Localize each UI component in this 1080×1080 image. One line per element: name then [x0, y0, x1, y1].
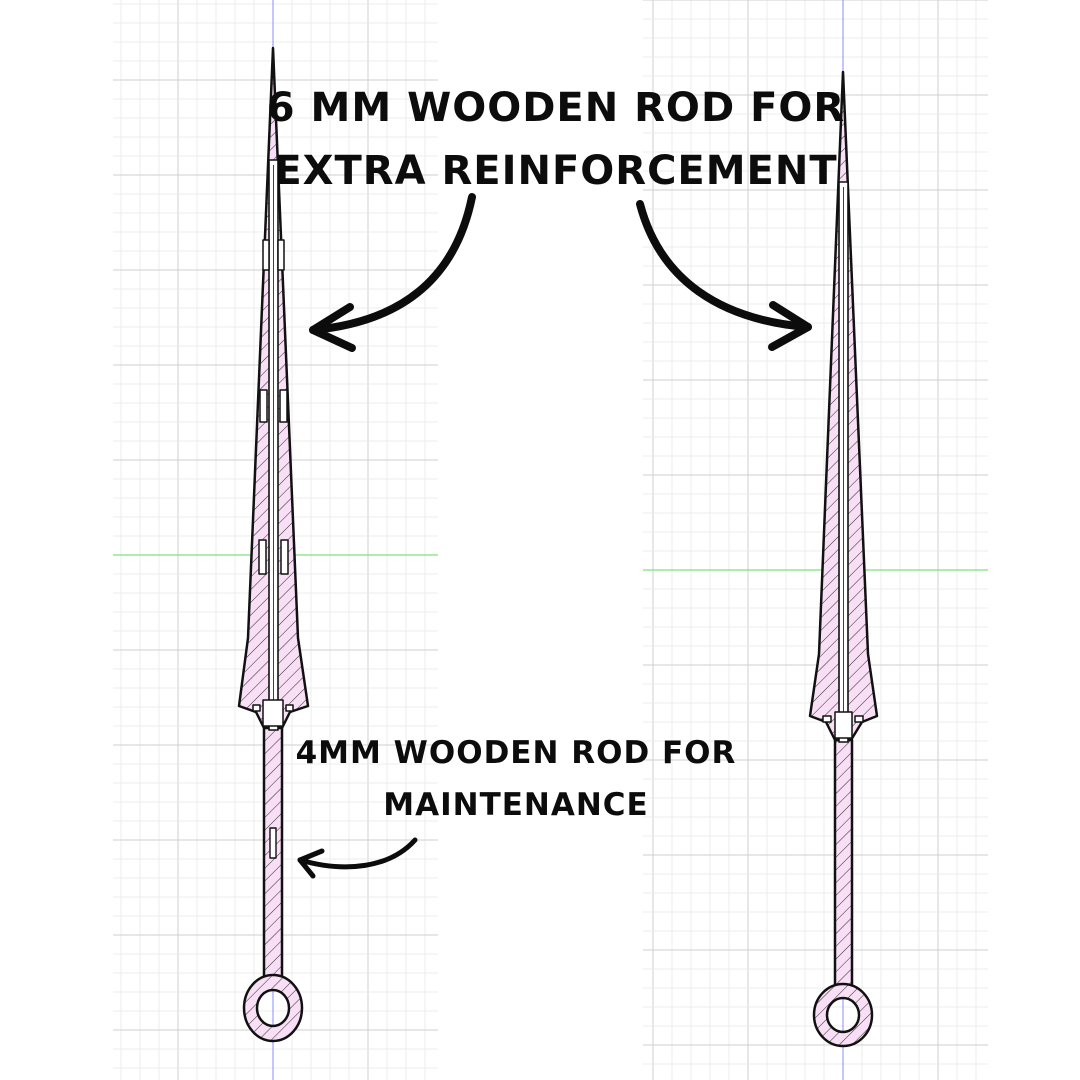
- top-annotation-line1: 6 MM WOODEN ROD FOR: [267, 85, 845, 131]
- top-right-arrowhead: [768, 301, 812, 351]
- annotation-arrows: [297, 193, 812, 879]
- bottom-annotation-line2: MAINTENANCE: [383, 787, 648, 823]
- right-pin-slots: [822, 711, 864, 739]
- bottom-annotation-line1: 4MM WOODEN ROD FOR: [296, 735, 737, 771]
- left-4mm-rod-channel: [269, 827, 277, 859]
- top-annotation-line2: EXTRA REINFORCEMENT: [274, 148, 837, 194]
- left-hand-part: [237, 46, 310, 1043]
- top-left-arrowhead: [309, 303, 356, 352]
- bottom-arrowhead: [297, 848, 325, 879]
- left-pin-slots: [252, 239, 294, 727]
- top-right-arrow: [636, 200, 812, 331]
- right-shaft: [833, 738, 854, 992]
- right-grid: [643, 0, 988, 1080]
- right-ring: [812, 982, 874, 1048]
- right-hand-part: [808, 70, 879, 1048]
- top-left-arrow: [309, 193, 476, 334]
- bottom-arrow: [297, 837, 418, 870]
- left-ring: [242, 973, 304, 1043]
